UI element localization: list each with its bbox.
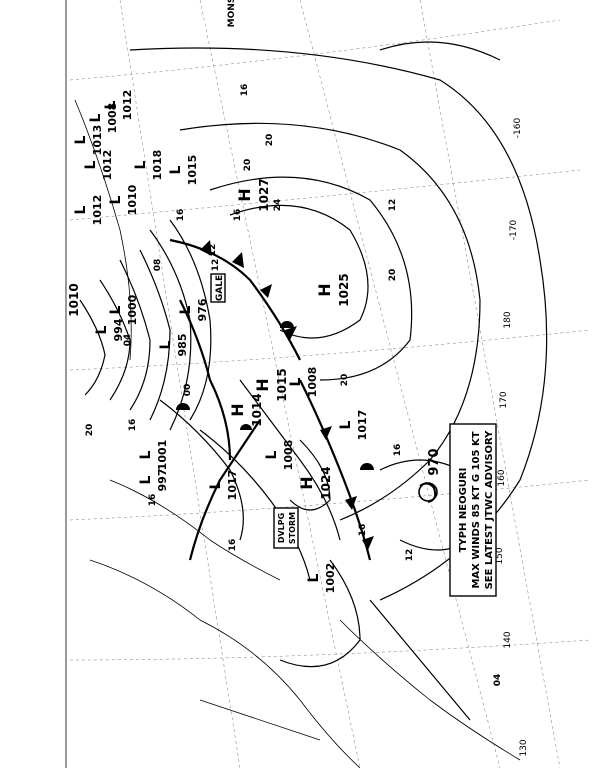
low-symbol: L — [178, 305, 194, 314]
low-symbol: L — [94, 325, 110, 334]
longitude-label: -170 — [509, 220, 519, 241]
high-pressure: 1027 — [257, 178, 271, 211]
isobar-value: 12 — [405, 549, 415, 562]
low-symbol: L — [83, 160, 99, 169]
high-pressure: 1024 — [319, 466, 333, 499]
gale-label: GALE — [215, 275, 225, 301]
low-pressure: 994 — [112, 318, 125, 341]
low-pressure: 1001 — [156, 440, 169, 471]
isobar-value: 16 — [358, 524, 368, 537]
isobar-value: 12 — [388, 199, 398, 212]
low-pressure: 1018 — [151, 150, 164, 181]
low-symbol: L — [208, 480, 224, 489]
isobar-value: 20 — [340, 374, 350, 387]
low-symbol: L — [168, 165, 184, 174]
low-symbol: L — [264, 450, 280, 459]
isobar-value: 12 — [208, 244, 218, 257]
low-symbol: L — [73, 135, 89, 144]
low-pressure: 1012 — [101, 150, 114, 181]
high-symbol: H — [297, 476, 316, 489]
low-symbol: L — [288, 377, 304, 386]
low-pressure: 1008 — [282, 440, 295, 471]
typhoon-symbol-icon — [418, 482, 438, 503]
low-symbol: L — [108, 195, 124, 204]
low-symbol: L — [306, 573, 322, 582]
isobar-value: 24 — [273, 199, 283, 212]
low-pressure: 1012 — [91, 195, 104, 226]
typhoon-pressure: 970 — [427, 448, 442, 475]
fronts — [169, 238, 374, 561]
low-symbol: L — [158, 340, 174, 349]
low-symbol: L — [138, 450, 154, 459]
low-symbol: L — [108, 305, 124, 314]
high-symbol: H — [228, 403, 247, 416]
low-pressure: 1008 — [306, 367, 319, 398]
edge-label-1010: 1010 — [67, 283, 81, 316]
longitude-label: 130 — [519, 739, 529, 756]
isobar-value: 12 — [211, 259, 221, 272]
high-symbol: H — [315, 283, 334, 296]
longitude-label: 150 — [495, 547, 505, 564]
low-symbol: L — [88, 113, 104, 122]
isobar-value: 16 — [228, 539, 238, 552]
low-pressure: 976 — [196, 298, 209, 321]
isobar-value: 16 — [393, 444, 403, 457]
low-pressure: 997 — [156, 469, 169, 492]
isobar-value: 16 — [128, 419, 138, 432]
isobar-value: 20 — [243, 159, 253, 172]
low-pressure: 985 — [176, 334, 189, 357]
low-pressure: 1012 — [121, 90, 134, 121]
isobar-value: 08 — [153, 259, 163, 272]
low-pressure: 1017 — [356, 410, 369, 441]
isobar-value: 04 — [123, 334, 133, 347]
low-pressure: 1017 — [226, 470, 239, 501]
high-symbol: H — [235, 188, 254, 201]
storm-label-line1: DVLPG — [277, 513, 286, 543]
low-pressure: 1008 — [106, 103, 119, 134]
gale-warning: GALE — [210, 273, 226, 303]
isobar-value: 16 — [240, 84, 250, 97]
low-pressure: 1000 — [126, 294, 139, 325]
longitude-labels: -160 -170 180 170 160 150 140 130 — [495, 118, 529, 757]
longitude-label: 170 — [499, 391, 509, 408]
low-symbol: L — [73, 205, 89, 214]
low-symbol: L — [338, 420, 354, 429]
edge-label-mons: MONS — [227, 0, 237, 27]
isobars — [79, 41, 548, 721]
advisory-line1: TYPH NEOGURI — [458, 468, 469, 553]
low-pressure: 1010 — [126, 184, 139, 215]
isobar-value: 20 — [85, 424, 95, 437]
low-pressure: 1002 — [324, 563, 337, 594]
high-symbol: H — [253, 378, 272, 391]
high-pressure: 1025 — [337, 273, 351, 306]
low-symbol: L — [133, 160, 149, 169]
developing-storm-warning: DVLPG STORM — [273, 507, 299, 549]
storm-label-line2: STORM — [288, 512, 297, 544]
high-pressure: 1015 — [275, 368, 289, 401]
isobar-value: 20 — [388, 269, 398, 282]
low-symbol: L — [103, 100, 119, 109]
longitude-label: 180 — [503, 311, 513, 328]
isobar-value: 16 — [148, 494, 158, 507]
isobar-value: 00 — [183, 384, 193, 397]
low-symbol: L — [138, 475, 154, 484]
coastlines — [65, 0, 521, 768]
typhoon-advisory: TYPH NEOGURI MAX WINDS 85 KT G 105 KT SE… — [449, 423, 497, 597]
isobar-value: 04 — [493, 674, 503, 687]
advisory-line3: SEE LATEST JTWC ADVISORY — [484, 430, 495, 590]
longitude-label: 160 — [497, 469, 507, 486]
low-pressure: 1015 — [186, 155, 199, 186]
high-pressure: 1014 — [250, 393, 264, 426]
isobar-value: 16 — [176, 209, 186, 222]
graticule — [69, 0, 591, 768]
low-pressure: 1013 — [91, 125, 104, 156]
longitude-label: 140 — [503, 631, 513, 648]
advisory-line2: MAX WINDS 85 KT G 105 KT — [471, 431, 482, 588]
longitude-label: -160 — [513, 118, 523, 139]
isobar-value: 16 — [233, 209, 243, 222]
isobar-value: 20 — [265, 134, 275, 147]
